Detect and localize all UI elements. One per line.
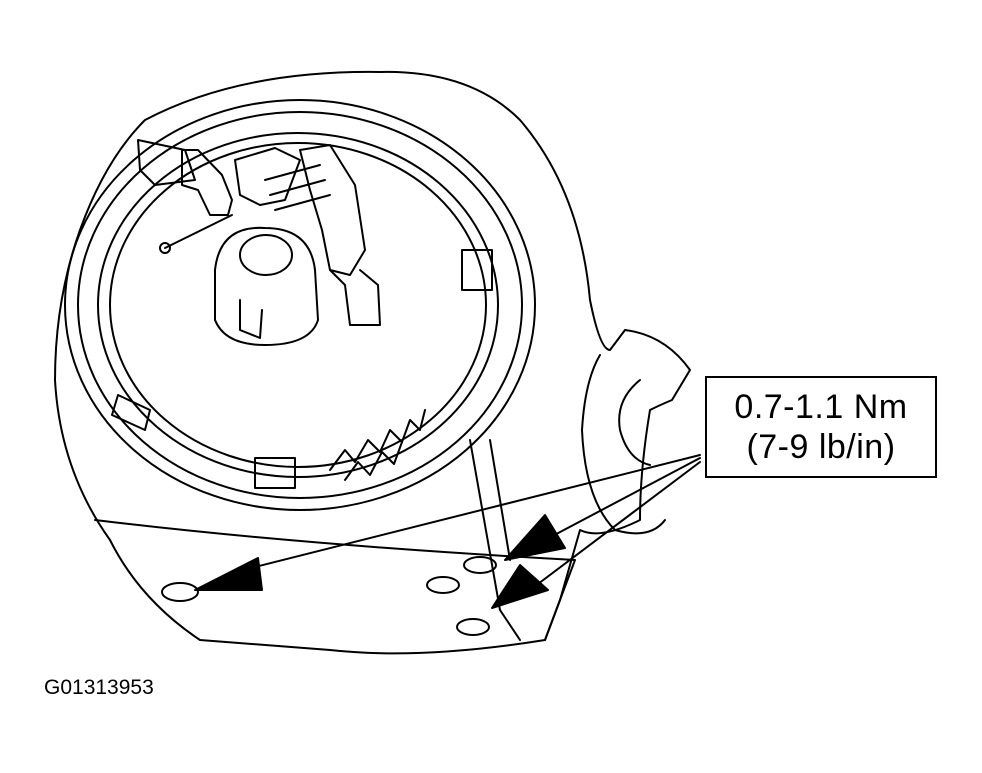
ring-tab (462, 250, 492, 290)
figure-id: G01313953 (44, 676, 154, 699)
center-hub (215, 228, 318, 345)
inner-ring (98, 133, 498, 477)
screw-hole (427, 577, 459, 593)
housing-outline (55, 72, 690, 653)
leader-line (235, 455, 700, 572)
inner-ring-2 (110, 143, 486, 467)
screw-hole (162, 583, 198, 601)
torque-imperial-label: (7-9 lb/in) (746, 428, 896, 466)
outer-ring (65, 100, 535, 510)
arrow-head (491, 564, 549, 609)
ring-tab (112, 395, 150, 430)
connector-lobe (582, 355, 665, 533)
center-hub-top (240, 235, 292, 275)
lock-ribs (330, 410, 425, 470)
hub-key (240, 300, 262, 338)
upper-connector (182, 150, 232, 215)
leader-line (545, 458, 700, 540)
spring-lines (265, 165, 330, 210)
torque-callout: 0.7-1.1 Nm (7-9 lb/in) (705, 376, 937, 478)
arrow-head (194, 557, 263, 591)
lock-ribs-2 (345, 442, 402, 480)
lower-plate-edge (470, 440, 520, 640)
upper-bracket (138, 140, 195, 185)
leader-line (530, 462, 700, 590)
lever-arm (300, 145, 365, 275)
wire (165, 215, 232, 248)
arrow-head (504, 514, 566, 561)
lever-arm-2 (330, 270, 380, 325)
connector-lobe-inner (619, 380, 650, 465)
lower-plate (95, 520, 575, 640)
ring-tab (255, 458, 295, 488)
screw-hole (464, 557, 496, 573)
wire-end (160, 243, 170, 253)
upper-connector-2 (235, 148, 300, 205)
torque-metric-label: 0.7-1.1 Nm (734, 388, 908, 426)
screw-hole (457, 619, 489, 635)
outer-ring-2 (78, 112, 522, 498)
